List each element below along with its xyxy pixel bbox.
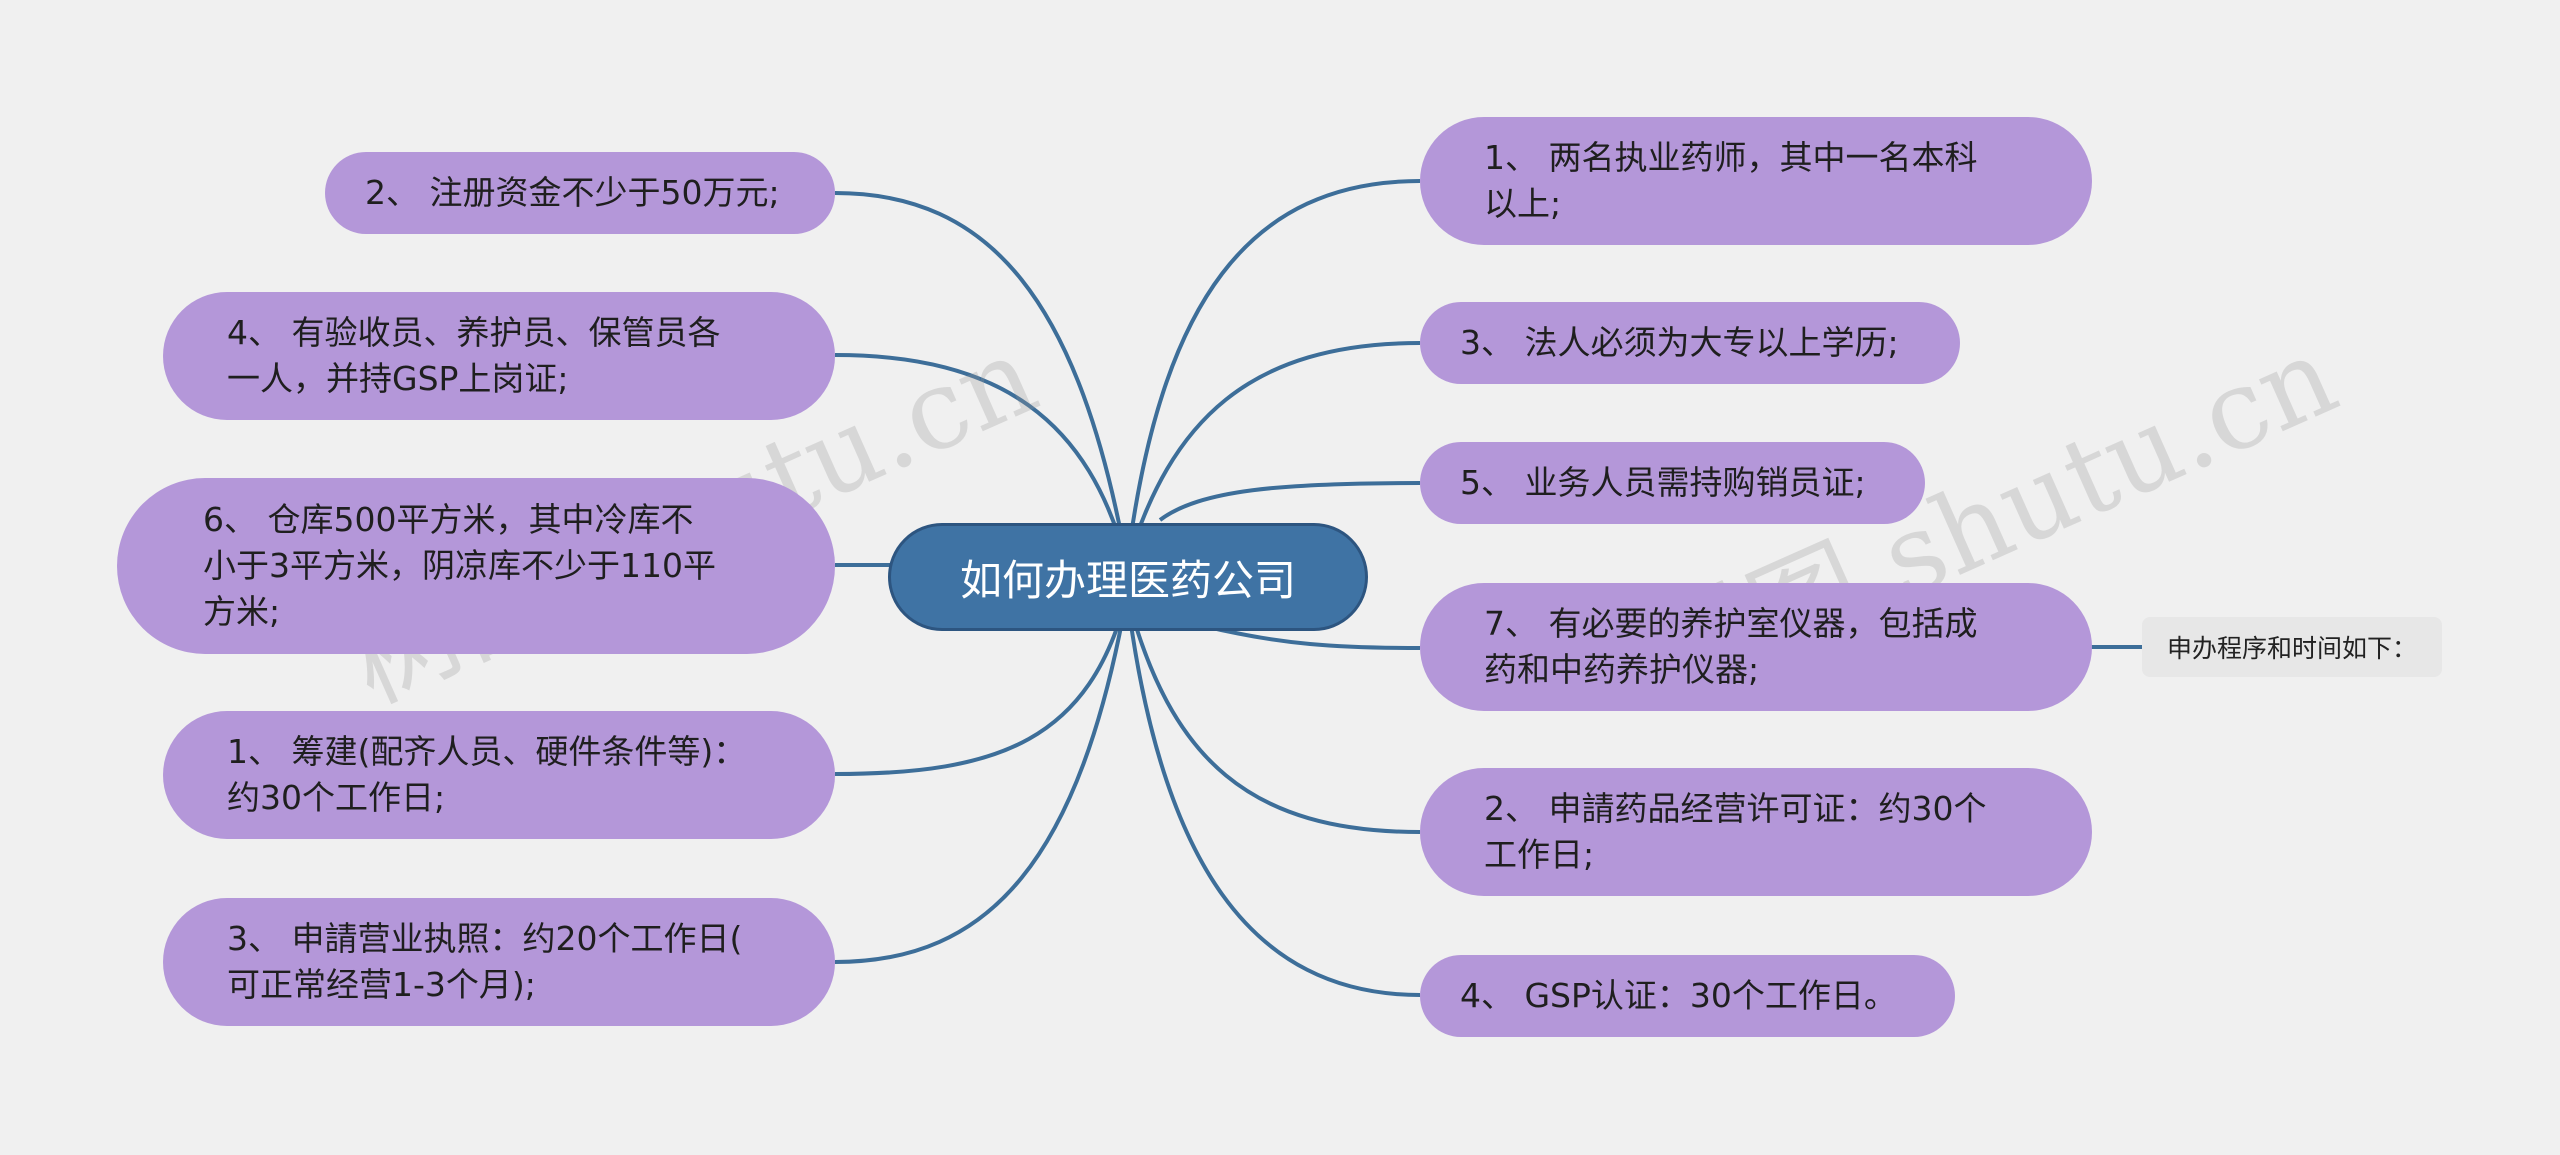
mindmap-node-right-5[interactable]: 2、 申請药品经营许可证：约30个 工作日; (1420, 768, 2092, 896)
mindmap-node-right-4[interactable]: 7、 有必要的养护室仪器，包括成 药和中药养护仪器; (1420, 583, 2092, 711)
link-root-L1 (834, 191, 1129, 566)
node-label: 2、 注册资金不少于50万元; (365, 172, 780, 212)
node-label: 1、 筹建(配齐人员、硬件条件等)： 约30个工作日; (227, 731, 747, 817)
mindmap-node-right-3[interactable]: 5、 业务人员需持购销员证; (1420, 442, 1925, 524)
link-root-R1 (1125, 179, 1421, 566)
node-label: 6、 仓库500平方米，其中冷库不 小于3平方米，阴凉库不少于110平 方米; (203, 499, 716, 632)
node-label: 5、 业务人员需持购销员证; (1460, 462, 1866, 502)
node-label: 3、 法人必须为大专以上学历; (1460, 322, 1899, 362)
mindmap-node-left-2[interactable]: 4、 有验收员、养护员、保管员各 一人，并持GSP上岗证; (163, 292, 835, 420)
link-root-R2 (1125, 341, 1421, 566)
node-label: 4、 有验收员、养护员、保管员各 一人，并持GSP上岗证; (227, 312, 721, 398)
mindmap-node-right-1[interactable]: 1、 两名执业药师，其中一名本科 以上; (1420, 117, 2092, 245)
mindmap-note-node[interactable]: 申办程序和时间如下： (2142, 617, 2442, 677)
node-label: 1、 两名执业药师，其中一名本科 以上; (1484, 137, 1978, 223)
note-label: 申办程序和时间如下： (2166, 634, 2417, 663)
link-root-L5 (834, 594, 1129, 964)
mindmap-node-right-6[interactable]: 4、 GSP认证：30个工作日。 (1420, 955, 1955, 1037)
mindmap-node-left-3[interactable]: 6、 仓库500平方米，其中冷库不 小于3平方米，阴凉库不少于110平 方米; (117, 478, 835, 654)
mindmap-node-left-1[interactable]: 2、 注册资金不少于50万元; (325, 152, 835, 234)
link-root-R4 (1199, 623, 1421, 650)
mindmap-node-left-4[interactable]: 1、 筹建(配齐人员、硬件条件等)： 约30个工作日; (163, 711, 835, 839)
mindmap-node-right-2[interactable]: 3、 法人必须为大专以上学历; (1420, 302, 1960, 384)
node-label: 4、 GSP认证：30个工作日。 (1460, 975, 1897, 1015)
mindmap-root-node[interactable]: 如何办理医药公司 (888, 523, 1368, 631)
mindmap-node-left-5[interactable]: 3、 申請营业执照：约20个工作日( 可正常经营1-3个月); (163, 898, 835, 1026)
root-label: 如何办理医药公司 (959, 555, 1296, 605)
node-label: 3、 申請营业执照：约20个工作日( 可正常经营1-3个月); (227, 918, 743, 1004)
link-root-R3 (1158, 481, 1421, 522)
link-root-R6 (1125, 594, 1421, 997)
link-root-R5 (1125, 594, 1421, 834)
node-label: 2、 申請药品经营许可证：约30个 工作日; (1484, 788, 1987, 874)
node-label: 7、 有必要的养护室仪器，包括成 药和中药养护仪器; (1484, 603, 1978, 689)
link-root-L2 (834, 353, 1129, 566)
link-root-L4 (834, 594, 1129, 776)
